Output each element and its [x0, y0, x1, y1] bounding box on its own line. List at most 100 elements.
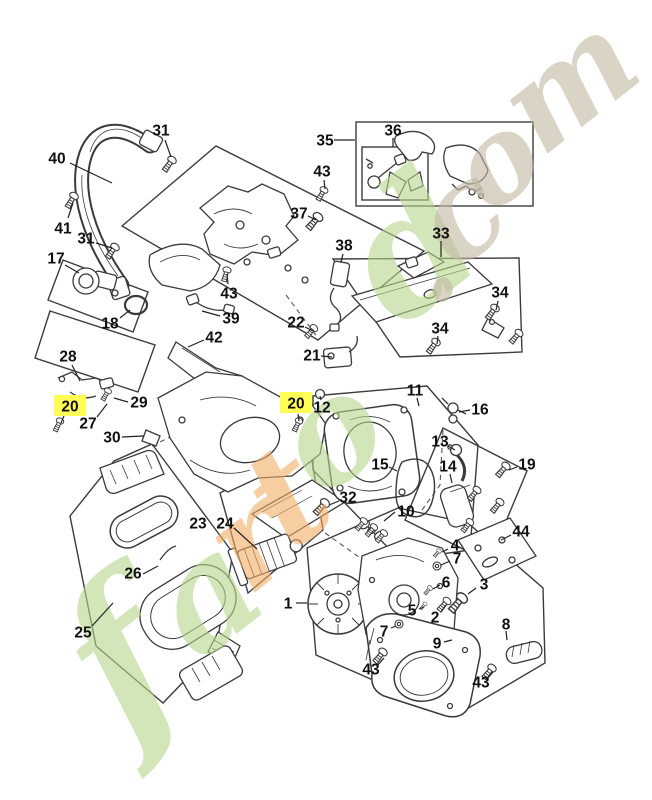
callout-leader-line	[96, 403, 108, 418]
box-33	[331, 257, 523, 358]
part-callout-3: 3	[480, 577, 489, 594]
part-callout-19: 19	[518, 457, 536, 474]
callout-leader-line	[60, 415, 65, 424]
part-callout-25: 25	[74, 625, 92, 642]
part-callout-9: 9	[433, 636, 442, 653]
callout-leader-line	[119, 309, 131, 319]
part-callout-17: 17	[47, 251, 64, 268]
gasket-44	[457, 517, 537, 581]
callout-leader-line	[436, 335, 439, 345]
part-callout-40: 40	[48, 151, 65, 168]
part-callout-20: 20	[61, 399, 78, 416]
part-callout-15: 15	[371, 457, 389, 474]
part-callout-26: 26	[124, 566, 142, 583]
callout-leader-line	[467, 587, 477, 595]
callout-leader-line	[187, 339, 205, 348]
part-callout-36: 36	[384, 123, 402, 140]
shroud-parts-25	[99, 449, 244, 701]
callout-leader-line	[323, 179, 326, 190]
callout-leader-line	[71, 364, 81, 382]
clamp-16	[441, 397, 467, 424]
top-handle-assembly	[148, 183, 309, 292]
callout-leader-line	[418, 606, 425, 610]
callout-leader-line	[91, 602, 114, 627]
part-callout-39: 39	[222, 311, 240, 328]
coil-21	[322, 335, 358, 369]
tank-14	[439, 484, 475, 528]
part-callout-34: 34	[491, 285, 509, 302]
part-callout-21: 21	[303, 348, 321, 365]
callout-leader-line	[447, 445, 456, 451]
part-callout-34: 34	[431, 321, 449, 338]
part-callout-43: 43	[220, 286, 238, 303]
callout-leader-line	[440, 560, 451, 566]
callout-leader-line	[67, 202, 74, 219]
callout-leader-line	[340, 253, 344, 263]
part-callout-38: 38	[335, 238, 353, 255]
flywheel	[307, 573, 369, 635]
part-callout-12: 12	[313, 400, 330, 417]
part-callout-42: 42	[205, 330, 222, 347]
part-callout-11: 11	[407, 383, 424, 400]
clutch-17	[72, 267, 149, 316]
trigger-parts-35	[385, 130, 489, 200]
callout-leader-line	[307, 215, 317, 221]
part-callout-33: 33	[432, 226, 450, 243]
part-callout-5: 5	[408, 603, 417, 620]
part-callout-35: 35	[316, 133, 334, 150]
callout-leader-line	[320, 355, 333, 358]
part-callout-2: 2	[431, 610, 440, 627]
part-callout-31: 31	[152, 123, 170, 140]
callout-leader-line	[297, 413, 300, 422]
callout-leader-line	[416, 397, 420, 407]
part-callout-16: 16	[471, 402, 489, 419]
callout-leader-line	[233, 527, 258, 550]
box-1	[306, 507, 546, 717]
callout-leader-line	[508, 466, 518, 471]
carburetor-23-24	[227, 479, 347, 587]
gasket-15	[395, 458, 436, 518]
part-callout-18: 18	[101, 316, 119, 333]
box-28	[34, 310, 156, 393]
fan-housing-11	[323, 403, 436, 518]
grommet-12	[314, 388, 326, 400]
part-callout-43: 43	[472, 675, 490, 692]
part-callout-23: 23	[189, 516, 207, 533]
callout-leader-line	[304, 326, 314, 332]
part-callout-27: 27	[79, 416, 96, 433]
callout-leader-line	[201, 310, 221, 317]
callout-leader-line	[449, 473, 453, 484]
callout-leader-line	[505, 630, 508, 641]
part-callout-10: 10	[397, 504, 414, 521]
part-callout-6: 6	[442, 575, 451, 592]
callout-leader-line	[113, 397, 129, 403]
o-ring-18	[123, 294, 149, 316]
callout-highlight	[54, 395, 86, 416]
part-callout-7: 7	[453, 551, 462, 568]
callout-leader-line	[440, 604, 447, 613]
plug-8	[505, 640, 543, 665]
part-callout-8: 8	[502, 617, 511, 634]
part-callout-14: 14	[439, 459, 457, 476]
washer-7b	[394, 619, 404, 629]
callout-leader-line	[226, 273, 229, 285]
part-callout-43: 43	[313, 164, 331, 181]
part-callout-32: 32	[339, 490, 356, 507]
part-callout-7: 7	[380, 624, 389, 641]
part-callout-1: 1	[284, 596, 293, 613]
part-callout-29: 29	[130, 395, 148, 412]
callout-leader-line	[500, 534, 512, 541]
kit-36	[365, 153, 424, 192]
callout-leader-line	[64, 264, 80, 274]
box-top-assembly	[120, 145, 426, 341]
part-callout-30: 30	[103, 430, 120, 447]
callout-leader-line	[443, 639, 453, 643]
chassis-bar-33	[350, 251, 505, 339]
part-callout-31: 31	[77, 231, 95, 248]
part-callout-22: 22	[287, 315, 304, 332]
part-callout-4: 4	[451, 538, 460, 555]
callout-leader-line	[95, 242, 113, 249]
